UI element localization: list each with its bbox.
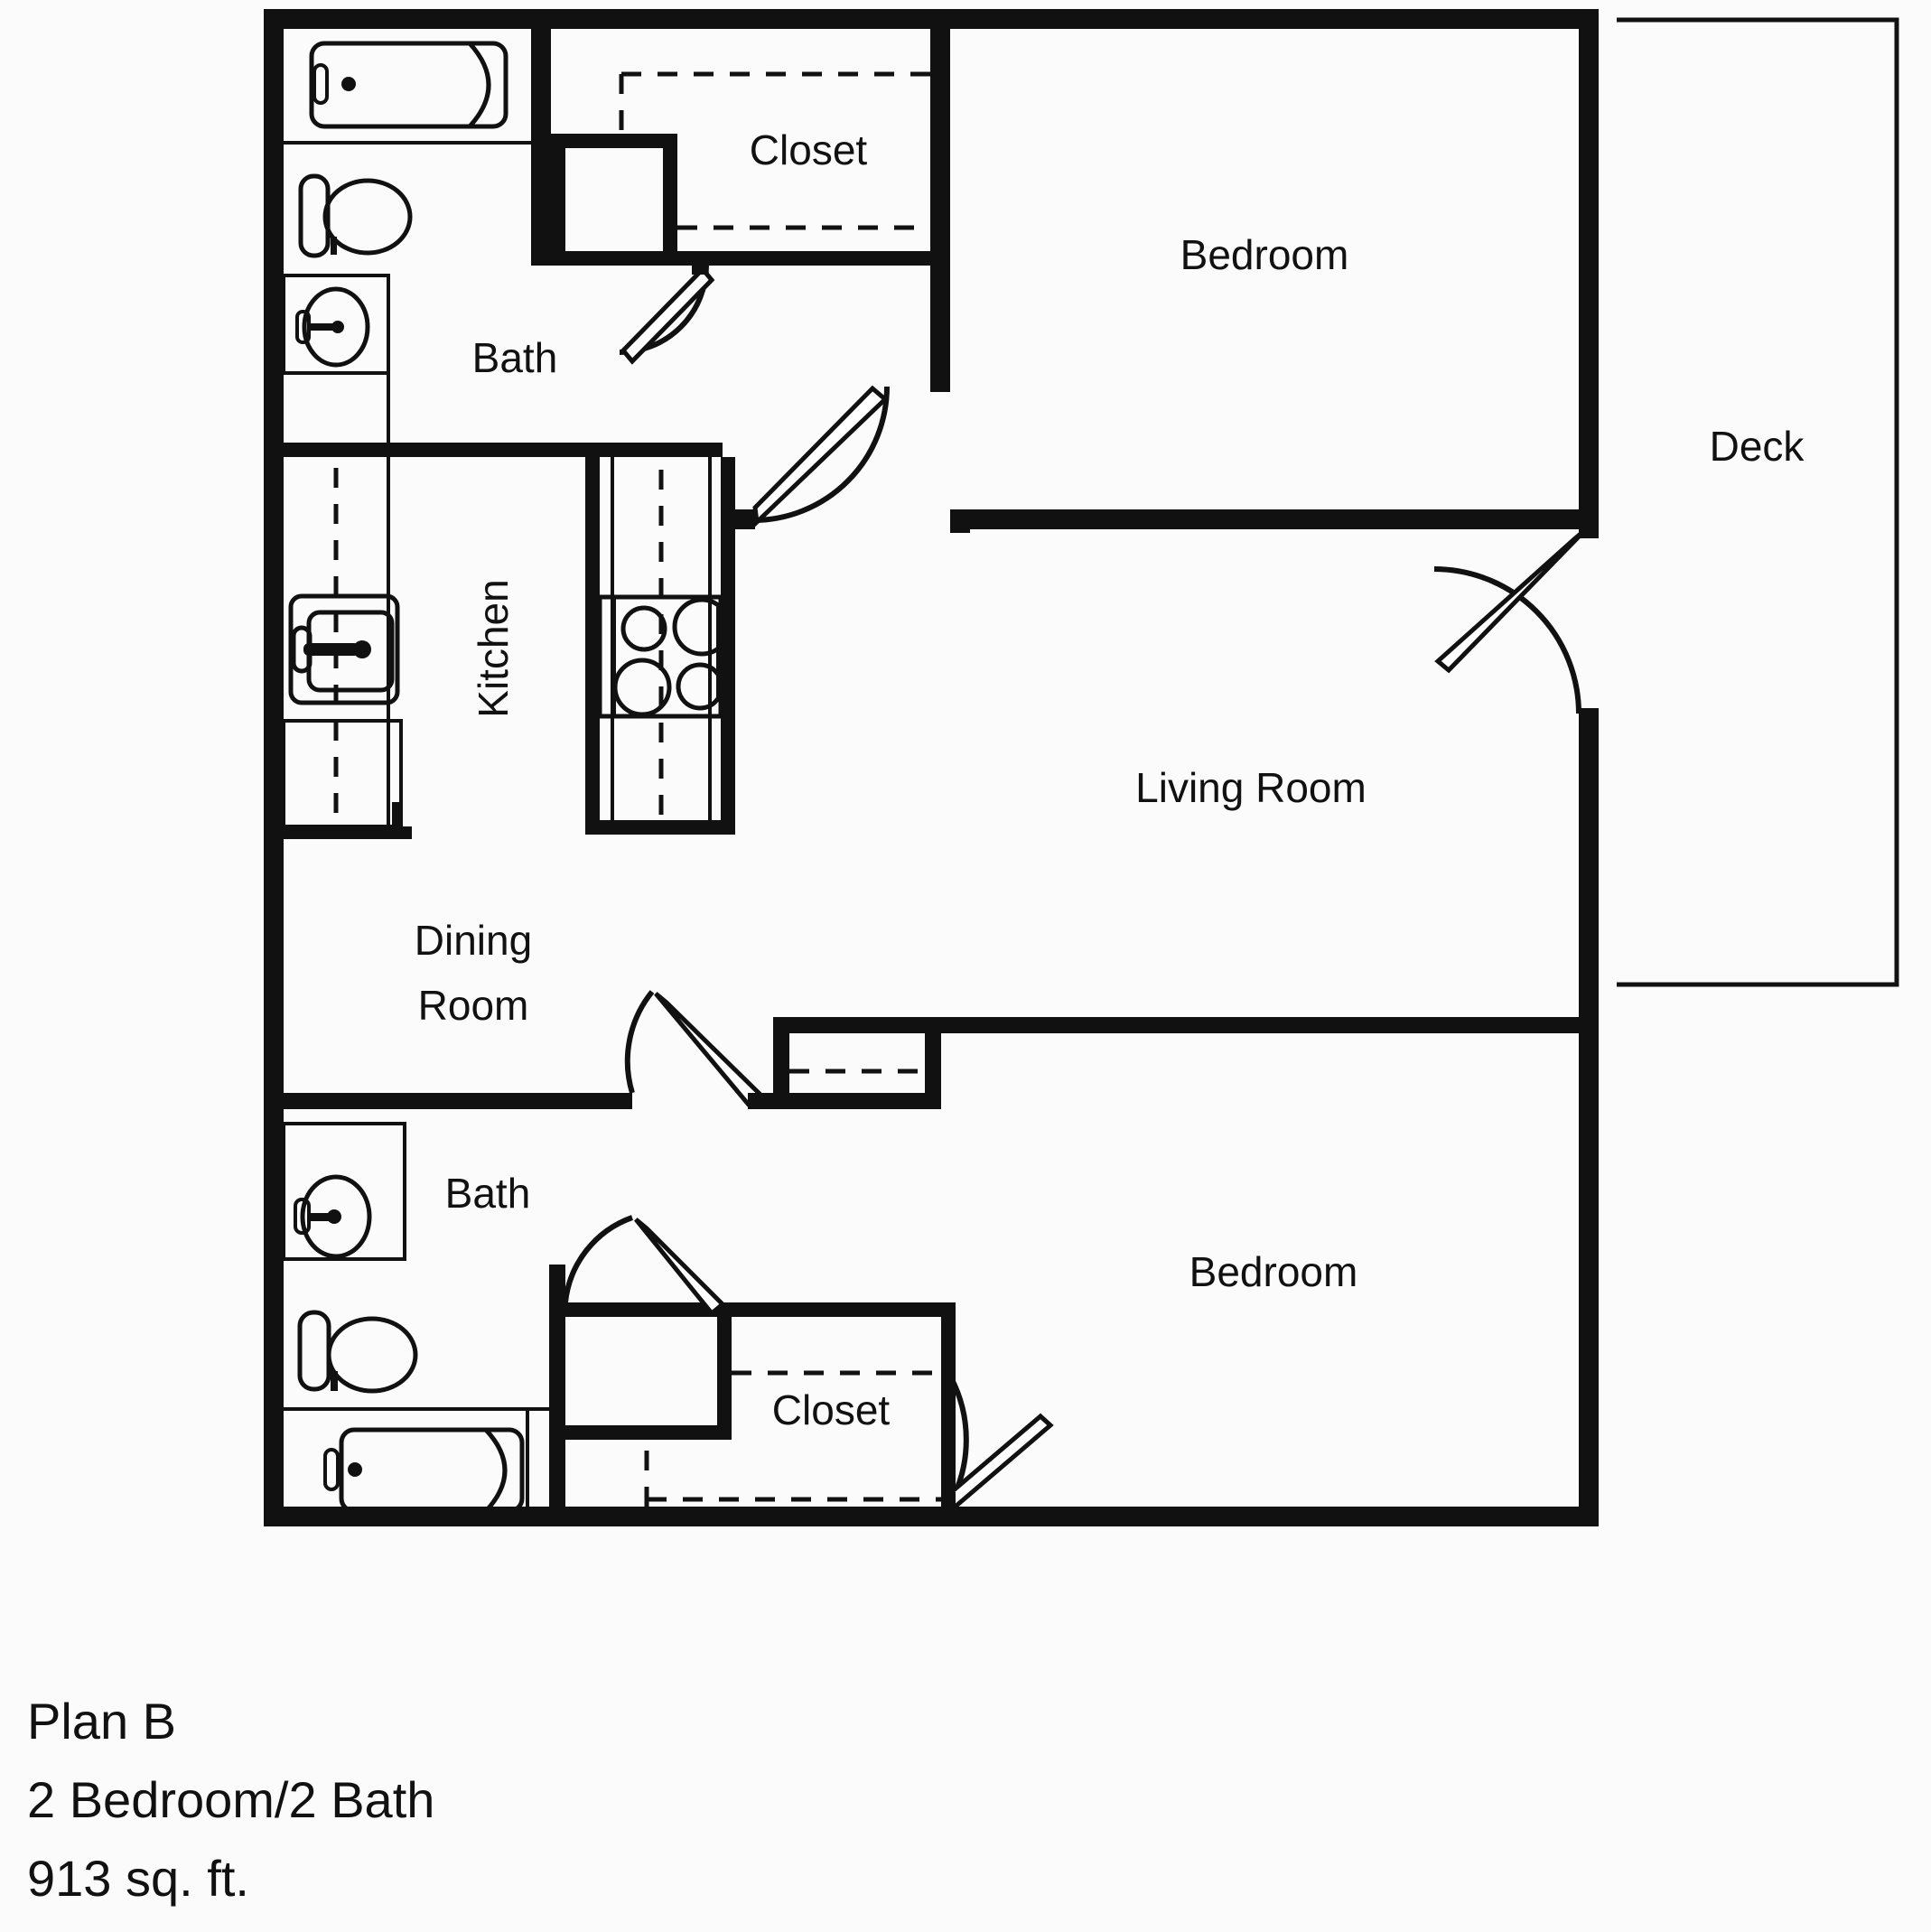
label-kitchen: Kitchen <box>470 579 517 717</box>
sink-top-icon <box>282 274 390 375</box>
kitchen-sink-icon <box>288 593 400 705</box>
label-living-room: Living Room <box>1135 764 1367 811</box>
label-bedroom-top: Bedroom <box>1180 231 1349 278</box>
label-dining-room-line2: Room <box>418 982 529 1029</box>
label-bath-bottom: Bath <box>445 1170 531 1217</box>
closet-nook-upper <box>773 1017 941 1109</box>
deck-door[interactable] <box>1433 524 1599 723</box>
bathtub-bottom-icon <box>323 1427 525 1514</box>
kitchen-range-icon <box>597 594 732 719</box>
exterior-walls <box>264 9 1599 1526</box>
label-bath-top: Bath <box>472 334 558 381</box>
bath-bottom-door[interactable] <box>563 1215 726 1317</box>
bath-top-door[interactable] <box>619 265 715 365</box>
closet-top <box>551 29 950 266</box>
bath-bottom-walls <box>282 1122 565 1526</box>
label-closet-bottom: Closet <box>772 1386 891 1433</box>
closet-bottom <box>565 1302 956 1526</box>
label-deck: Deck <box>1710 423 1805 470</box>
dining-room-door[interactable] <box>624 990 773 1109</box>
toilet-bottom-icon <box>297 1310 418 1394</box>
deck-outline <box>1617 17 1899 987</box>
bedroom-top-walls <box>930 266 1599 533</box>
caption-area: 913 sq. ft. <box>27 1850 249 1907</box>
label-bedroom-bottom: Bedroom <box>1189 1248 1358 1295</box>
bath-top-walls <box>284 29 723 457</box>
closet-bottom-door[interactable] <box>939 1371 1054 1526</box>
bedroom-top-door[interactable] <box>730 385 890 529</box>
lower-divider-walls <box>284 1017 1599 1109</box>
sink-bottom-icon <box>294 1174 372 1259</box>
kitchen-walls <box>282 457 735 839</box>
label-closet-top: Closet <box>750 126 868 173</box>
bathtub-top-icon <box>309 41 508 129</box>
caption-beds-baths: 2 Bedroom/2 Bath <box>27 1771 434 1828</box>
caption-plan-name: Plan B <box>27 1693 176 1750</box>
label-dining-room-line1: Dining <box>415 917 532 964</box>
toilet-top-icon <box>298 173 413 258</box>
